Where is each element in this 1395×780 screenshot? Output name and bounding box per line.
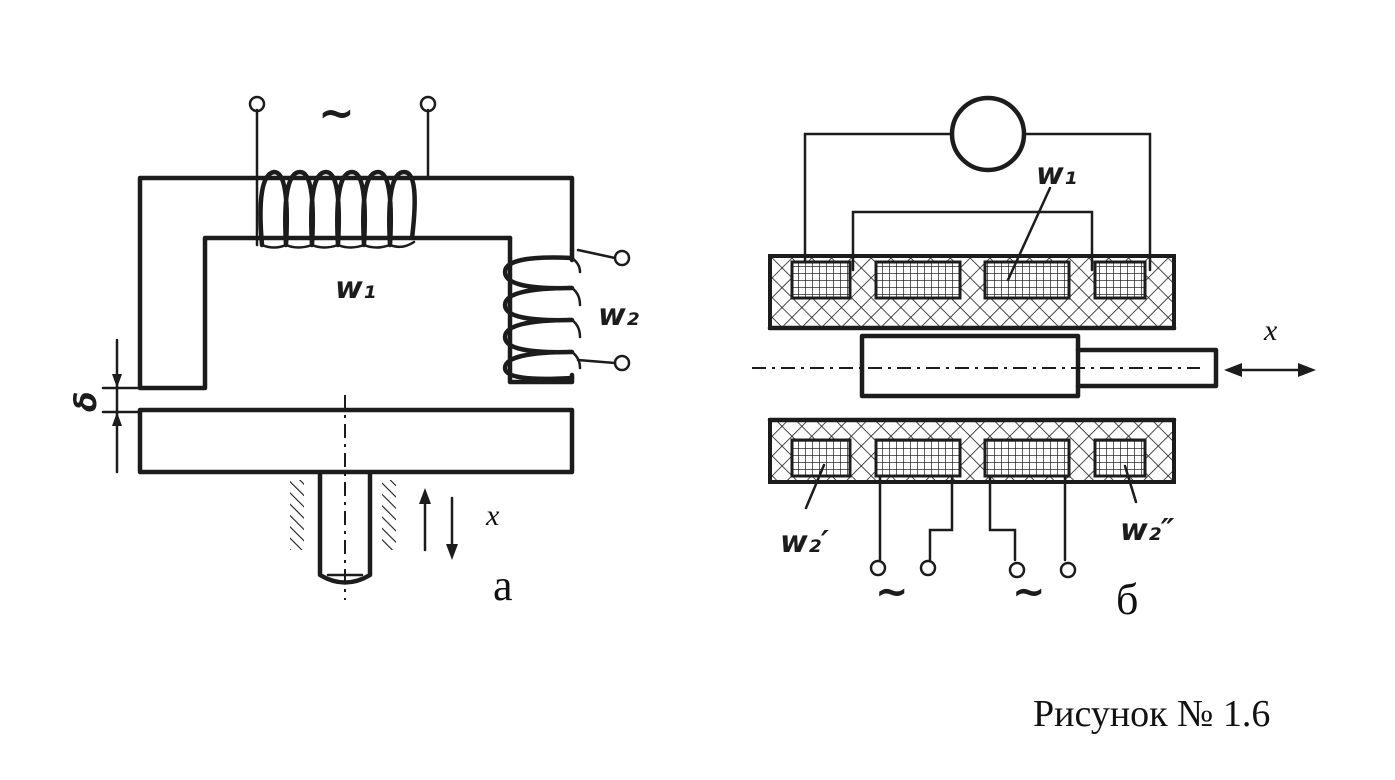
terminal-a2: [419, 95, 437, 113]
series-link: [851, 210, 1094, 272]
diagram-b: [752, 95, 1316, 579]
label-x-b: x: [1263, 314, 1278, 347]
ac-symbol-b-right: ~: [1012, 569, 1046, 615]
guide-left: [290, 480, 304, 550]
plunger-rod: [1075, 347, 1219, 389]
motion-arrows-a: [419, 488, 458, 560]
coil-top-1: [790, 260, 852, 300]
label-x-a: x: [485, 499, 500, 532]
figure-caption: Рисунок № 1.6: [1033, 693, 1270, 735]
terminal-a4: [613, 354, 631, 372]
label-gap: δ: [69, 391, 104, 412]
motion-arrow-b: [1224, 363, 1316, 377]
ac-symbol-a: ~: [318, 88, 355, 139]
pointer-w2p: [804, 463, 826, 510]
coil-bottom-3: [983, 438, 1071, 478]
label-w1-a: w₁: [335, 271, 376, 306]
winding-w1-a: [248, 95, 437, 249]
meter-circle: [949, 95, 1027, 173]
diagram-a: [101, 95, 631, 600]
pointer-w1-b: [1006, 186, 1052, 282]
label-w2-left: w₂′: [780, 525, 829, 560]
armature-plate: [137, 407, 575, 475]
plunger-core: [859, 333, 1081, 399]
label-w2-right: w₂″: [1120, 513, 1175, 548]
terminal-a1: [248, 95, 266, 113]
coil-top-3: [983, 260, 1071, 300]
label-w2-a: w₂: [598, 298, 639, 333]
terminal-a3: [613, 249, 631, 267]
winding-w2-a: [502, 248, 631, 382]
coil-bottom-4: [1093, 438, 1147, 478]
coil-top-4: [1093, 260, 1147, 300]
guide-right: [382, 480, 396, 550]
rod-a: [317, 471, 373, 585]
gap-dimension: [101, 338, 142, 474]
coil-top-2: [874, 260, 962, 300]
pointer-w2pp: [1123, 464, 1138, 504]
caption-letter-a: а: [493, 561, 513, 610]
leads-bottom: [869, 474, 1077, 579]
caption-letter-b: б: [1116, 575, 1138, 624]
label-w1-b: w₁: [1036, 157, 1077, 192]
ac-symbol-b-left: ~: [875, 569, 909, 615]
coil-bottom-2: [874, 438, 962, 478]
meter-leads: [803, 132, 1152, 272]
